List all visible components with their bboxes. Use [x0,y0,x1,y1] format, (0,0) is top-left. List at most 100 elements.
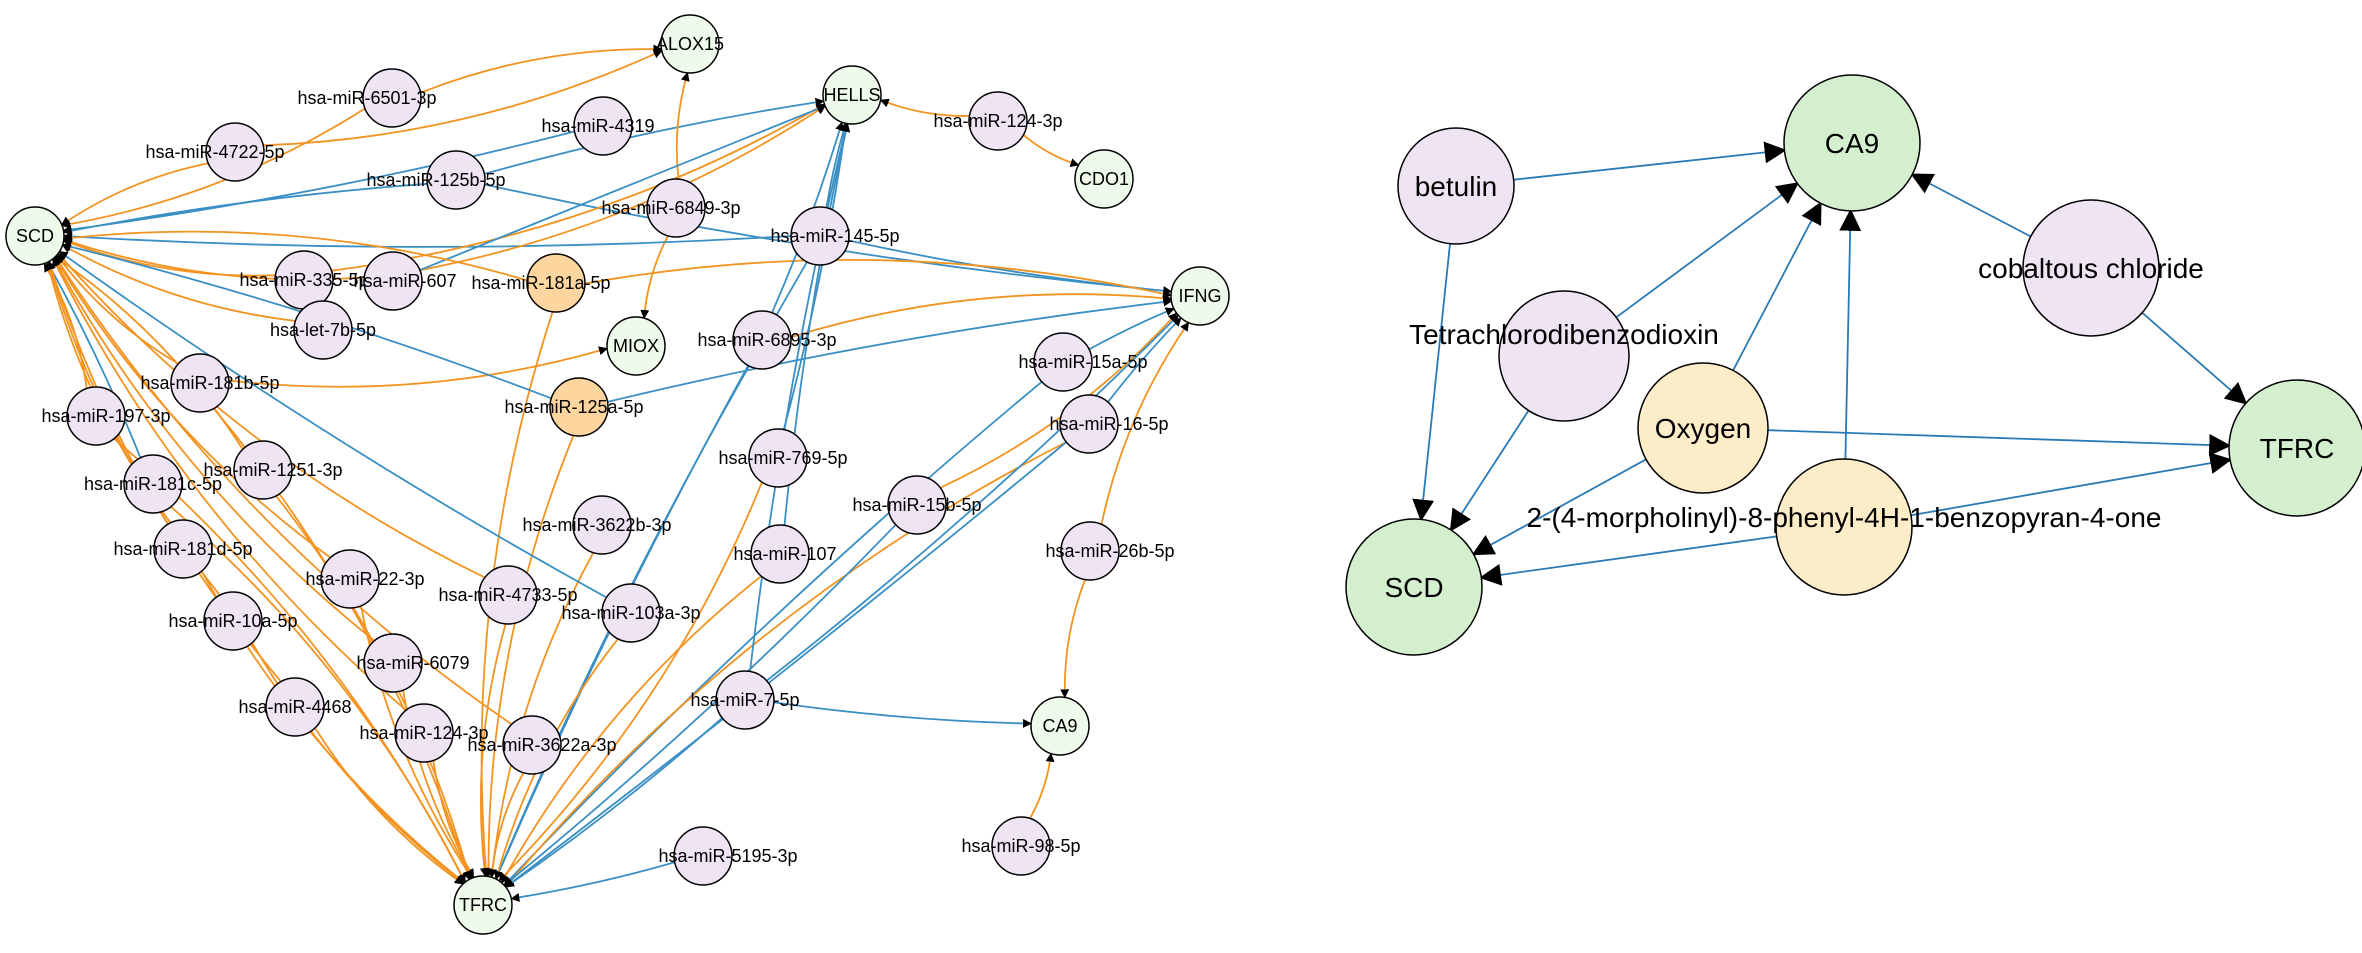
node-m107[interactable]: hsa-miR-107 [733,524,837,584]
node-circle [293,300,353,360]
node-hells[interactable]: HELLS [822,65,882,125]
edge-m5195-to-TFRC [510,861,675,902]
edge-ly-to-CA9 [1839,208,1862,460]
node-m6895[interactable]: hsa-miR-6895-3p [697,310,837,370]
node-alox15[interactable]: ALOX15 [656,14,724,74]
edge-m103a-to-SCD [58,250,607,599]
node-tcdd[interactable] [1498,290,1630,422]
node-label: hsa-miR-197-3p [41,406,170,426]
node-circle [362,68,422,128]
node-label-tfrc: TFRC [2260,433,2335,464]
node-scd[interactable]: SCD [5,206,65,266]
node-betulin[interactable] [1397,127,1515,245]
edge-m15a-to-TFRC [503,381,1043,886]
node-m335[interactable]: hsa-miR-335-5p [239,250,369,310]
node-cdo1[interactable]: CDO1 [1074,149,1134,209]
node-m16[interactable]: hsa-miR-16-5p [1049,394,1169,454]
node-circle [887,475,947,535]
node-m6849[interactable]: hsa-miR-6849-3p [601,178,741,238]
node-m197[interactable]: hsa-miR-197-3p [41,386,171,446]
node-m125a[interactable]: hsa-miR-125a-5p [504,377,644,437]
node-circle [233,440,293,500]
edge-m124bot-to-SCD [52,257,407,711]
node-m103a[interactable]: hsa-miR-103a-3p [561,583,701,643]
node-circle [320,549,380,609]
node-circle [363,251,423,311]
edge-m125a-to-IFNG [607,297,1173,403]
node-m4733[interactable]: hsa-miR-4733-5p [438,565,578,625]
node-label: hsa-miR-125b-5p [366,170,505,190]
node-scd[interactable] [1345,518,1483,656]
node-m1251[interactable]: hsa-miR-1251-3p [203,440,343,500]
node-cobalt[interactable] [2022,199,2160,337]
node-m145[interactable]: hsa-miR-145-5p [770,206,900,266]
node-ly[interactable] [1775,458,1913,596]
node-m5195[interactable]: hsa-miR-5195-3p [658,826,798,886]
edge-m98-to-CA9 [1029,752,1055,819]
node-m7[interactable]: hsa-miR-7-5p [690,670,800,730]
node-m607[interactable]: hsa-miR-607 [353,251,457,311]
node-label-betulin: betulin [1415,171,1498,202]
node-ca9[interactable] [1783,74,1921,212]
node-label: hsa-miR-26b-5p [1045,541,1174,561]
node-m6079[interactable]: hsa-miR-6079 [356,633,470,693]
node-m15a[interactable]: hsa-miR-15a-5p [1018,332,1148,392]
node-m98[interactable]: hsa-miR-98-5p [961,816,1081,876]
node-tfrc[interactable]: TFRC [453,875,513,935]
node-circle [1637,362,1769,494]
node-m15b[interactable]: hsa-miR-15b-5p [852,475,982,535]
node-circle [1059,394,1119,454]
node-m124top[interactable]: hsa-miR-124-3p [933,91,1063,151]
node-oxygen[interactable] [1637,362,1769,494]
node-m3622a[interactable]: hsa-miR-3622a-3p [467,715,617,775]
node-m4722[interactable]: hsa-miR-4722-5p [145,122,285,182]
node-m10a[interactable]: hsa-miR-10a-5p [168,591,298,651]
node-m124bot[interactable]: hsa-miR-124-3p [359,703,489,763]
node-let7b[interactable]: hsa-let-7b-5p [270,300,376,360]
node-label: hsa-let-7b-5p [270,320,376,340]
node-circle [502,715,562,775]
node-circle [123,454,183,514]
node-miox[interactable]: MIOX [606,316,666,376]
edge-m4722-to-ALOX15 [263,49,663,147]
edge-m181c-to-TFRC [170,506,466,884]
node-label: CA9 [1042,716,1077,736]
node-circle [2022,199,2160,337]
node-ifng[interactable]: IFNG [1170,266,1230,326]
node-circle [1397,127,1515,245]
left-network-edges [43,44,1190,902]
node-label: ALOX15 [656,34,724,54]
node-label: TFRC [459,895,507,915]
node-label: hsa-miR-4722-5p [145,142,284,162]
edge-m4722-to-SCD [60,162,209,226]
node-circle [526,253,586,313]
node-circle [790,206,850,266]
node-circle [732,310,792,370]
node-m4319[interactable]: hsa-miR-4319 [541,96,655,156]
node-m181d[interactable]: hsa-miR-181d-5p [113,519,253,579]
node-label: hsa-miR-181a-5p [471,273,610,293]
node-m4468[interactable]: hsa-miR-4468 [238,677,352,737]
node-tfrc[interactable] [2228,379,2362,517]
node-m181b[interactable]: hsa-miR-181b-5p [140,353,280,413]
node-m22[interactable]: hsa-miR-22-3p [305,549,425,609]
node-label: hsa-miR-4733-5p [438,585,577,605]
edge-m124bot-to-TFRC [432,760,475,879]
node-m181c[interactable]: hsa-miR-181c-5p [84,454,222,514]
node-label: hsa-miR-7-5p [690,690,799,710]
node-m181a[interactable]: hsa-miR-181a-5p [471,253,611,313]
node-circle [203,591,263,651]
edge-m181b-to-SCD [55,254,179,365]
node-m3622b[interactable]: hsa-miR-3622b-3p [522,495,672,555]
node-m6501[interactable]: hsa-miR-6501-3p [297,68,437,128]
node-circle [1170,266,1230,326]
node-m769[interactable]: hsa-miR-769-5p [718,428,848,488]
node-circle [748,428,808,488]
edge-m4468-to-TFRC [314,727,464,885]
node-m125b[interactable]: hsa-miR-125b-5p [366,150,506,210]
node-ca9[interactable]: CA9 [1030,696,1090,756]
node-m26b[interactable]: hsa-miR-26b-5p [1045,521,1175,581]
node-circle [1060,521,1120,581]
node-label: hsa-miR-4319 [541,116,654,136]
